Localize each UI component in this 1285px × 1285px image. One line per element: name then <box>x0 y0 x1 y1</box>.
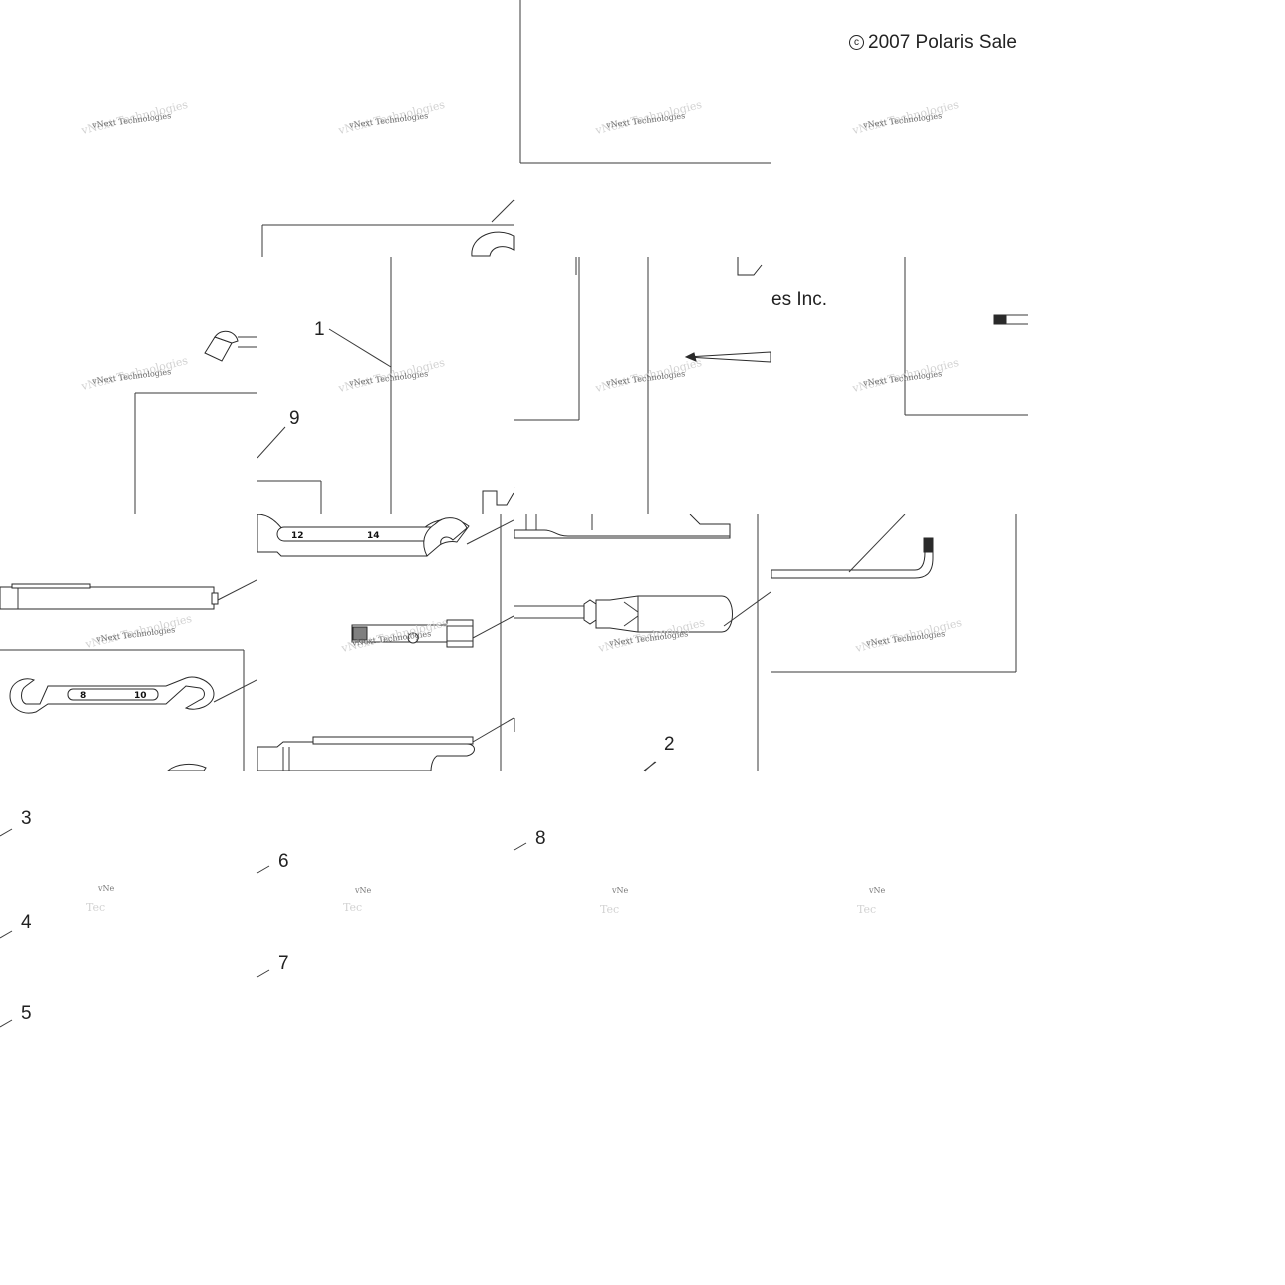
tile-r3-c1-art: 8 10 <box>0 579 257 771</box>
watermark-cut: vNe <box>612 886 629 895</box>
tile-r3-c2-art: 12 14 <box>257 514 514 771</box>
watermark-cut-ghost: Tec <box>857 903 877 916</box>
callout-9: 9 <box>289 408 300 429</box>
watermark-cut-ghost: Tec <box>343 901 363 914</box>
tile-top-right <box>514 0 771 257</box>
tile-r3-c3-art <box>514 514 771 771</box>
callout-1: 1 <box>314 319 325 340</box>
callout-8: 8 <box>535 828 546 849</box>
tile-top-far-right <box>771 0 1028 257</box>
watermark-cut-ghost: Tec <box>600 903 620 916</box>
wrench-large-left-size: 12 <box>291 531 304 541</box>
watermark-cut-ghost: Tec <box>86 901 106 914</box>
tile-r2-c2 <box>257 257 514 514</box>
tile-top-right-art <box>514 0 771 201</box>
tile-r3-c4-art <box>771 514 1017 673</box>
watermark-cut: vNe <box>98 884 115 893</box>
upper-frame-lines <box>261 199 515 257</box>
tile-r3-c4 <box>771 514 1028 771</box>
wrench-large-right-size: 14 <box>367 531 380 541</box>
copyright-circle-icon: c <box>849 35 864 50</box>
tile-r2-c3-art <box>514 257 771 514</box>
wrench-small-right-size: 10 <box>134 691 147 701</box>
callout-5: 5 <box>21 1003 32 1024</box>
tile-r3-c2: 12 14 <box>257 514 514 771</box>
callout-2: 2 <box>664 734 675 755</box>
wrench-small-left-size: 8 <box>80 691 86 701</box>
callout-3: 3 <box>21 808 32 829</box>
tile-r2-c4 <box>771 257 1028 514</box>
tile-r2-c4-art <box>904 257 1028 416</box>
tile-r2-c1 <box>0 257 257 514</box>
copyright-symbol: c <box>854 37 859 48</box>
callout-7: 7 <box>278 953 289 974</box>
callout-6: 6 <box>278 851 289 872</box>
copyright-text-b: es Inc. <box>771 289 827 310</box>
tile-r2-c1-art <box>134 330 257 514</box>
callout-4: 4 <box>21 912 32 933</box>
watermark-cut: vNe <box>869 886 886 895</box>
tile-r3-c1: 8 10 <box>0 514 257 771</box>
tile-r2-c3 <box>514 257 771 514</box>
tile-r3-c3 <box>514 514 771 771</box>
tile-r2-c2-art <box>257 257 514 514</box>
copyright-text-a: 2007 Polaris Sale <box>868 33 1017 52</box>
watermark-cut: vNe <box>355 886 372 895</box>
